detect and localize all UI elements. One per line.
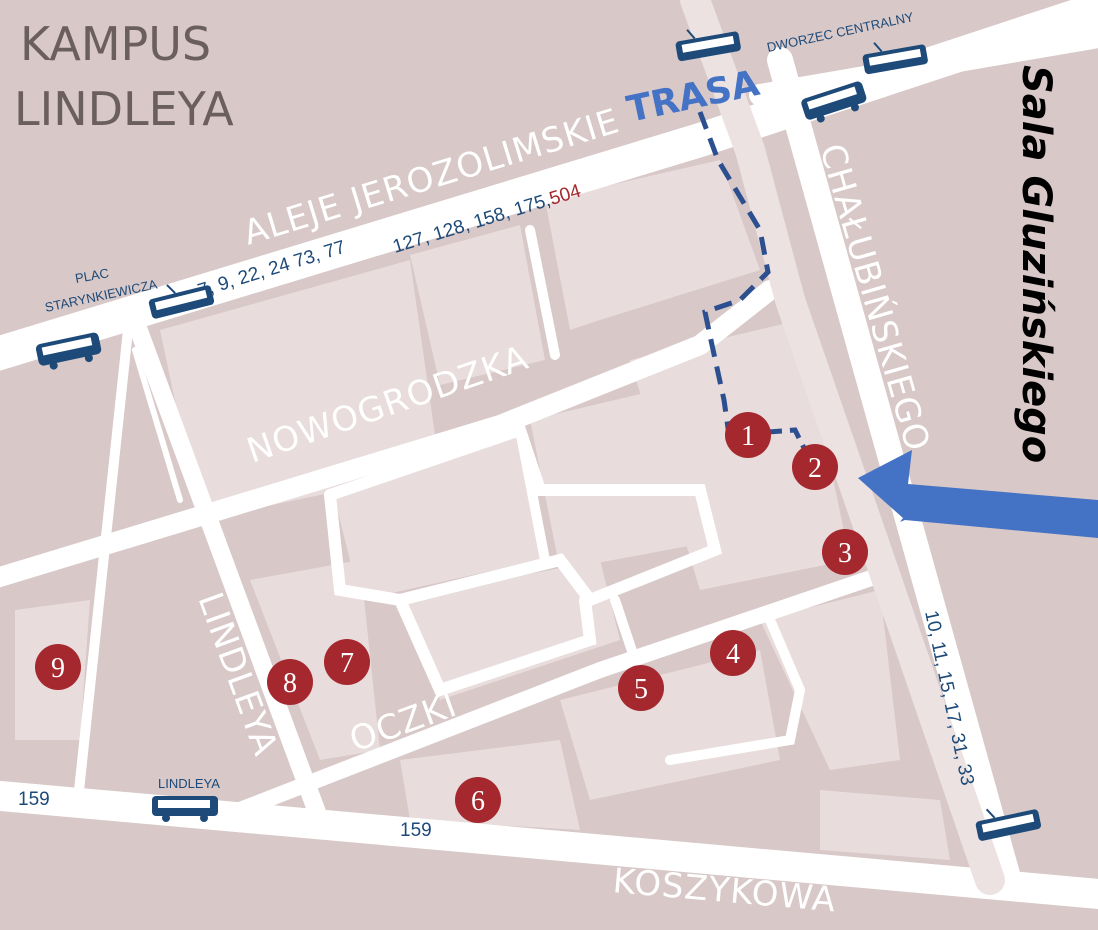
bus-icon — [152, 796, 218, 822]
svg-text:1: 1 — [741, 421, 755, 452]
bus-line-koszykowa-mid: 159 — [400, 820, 432, 841]
svg-text:7: 7 — [340, 648, 354, 679]
marker-2[interactable]: 2 — [792, 444, 838, 490]
tram-icon — [148, 284, 215, 319]
transit-icons — [35, 29, 1042, 841]
svg-text:4: 4 — [726, 639, 740, 670]
svg-text:5: 5 — [634, 674, 648, 705]
stop-dworzec-centralny: DWORZEC CENTRALNY — [766, 9, 916, 55]
marker-4[interactable]: 4 — [710, 630, 756, 676]
marker-6[interactable]: 6 — [455, 777, 501, 823]
road-nowogrodzka — [0, 280, 780, 588]
tram-icon — [975, 808, 1042, 841]
bus-icon — [35, 332, 102, 370]
svg-text:6: 6 — [471, 786, 485, 817]
stop-lindleya: LINDLEYA — [158, 776, 220, 791]
marker-5[interactable]: 5 — [618, 665, 664, 711]
campus-title-line2: LINDLEYA — [14, 82, 234, 136]
marker-1[interactable]: 1 — [725, 412, 771, 458]
svg-text:9: 9 — [51, 653, 65, 684]
tram-icon — [675, 29, 741, 62]
campus-title-line1: KAMPUS — [20, 17, 211, 71]
stop-plac-line1: PLAC — [74, 265, 110, 286]
svg-text:8: 8 — [283, 668, 297, 699]
marker-8[interactable]: 8 — [267, 659, 313, 705]
svg-text:3: 3 — [838, 538, 852, 569]
route-path — [697, 111, 771, 443]
road-oczki — [232, 567, 888, 818]
svg-text:2: 2 — [808, 453, 822, 484]
venue-label: Sala Gluzińskiego — [1013, 65, 1059, 463]
bus-icon — [801, 81, 867, 123]
bus-line-koszykowa-left: 159 — [18, 789, 50, 810]
tram-icon — [862, 42, 928, 75]
marker-7[interactable]: 7 — [324, 639, 370, 685]
marker-9[interactable]: 9 — [35, 644, 81, 690]
arrow-to-venue — [858, 450, 1098, 538]
road-lindleya — [126, 311, 327, 824]
buildings — [15, 160, 950, 860]
marker-3[interactable]: 3 — [822, 529, 868, 575]
